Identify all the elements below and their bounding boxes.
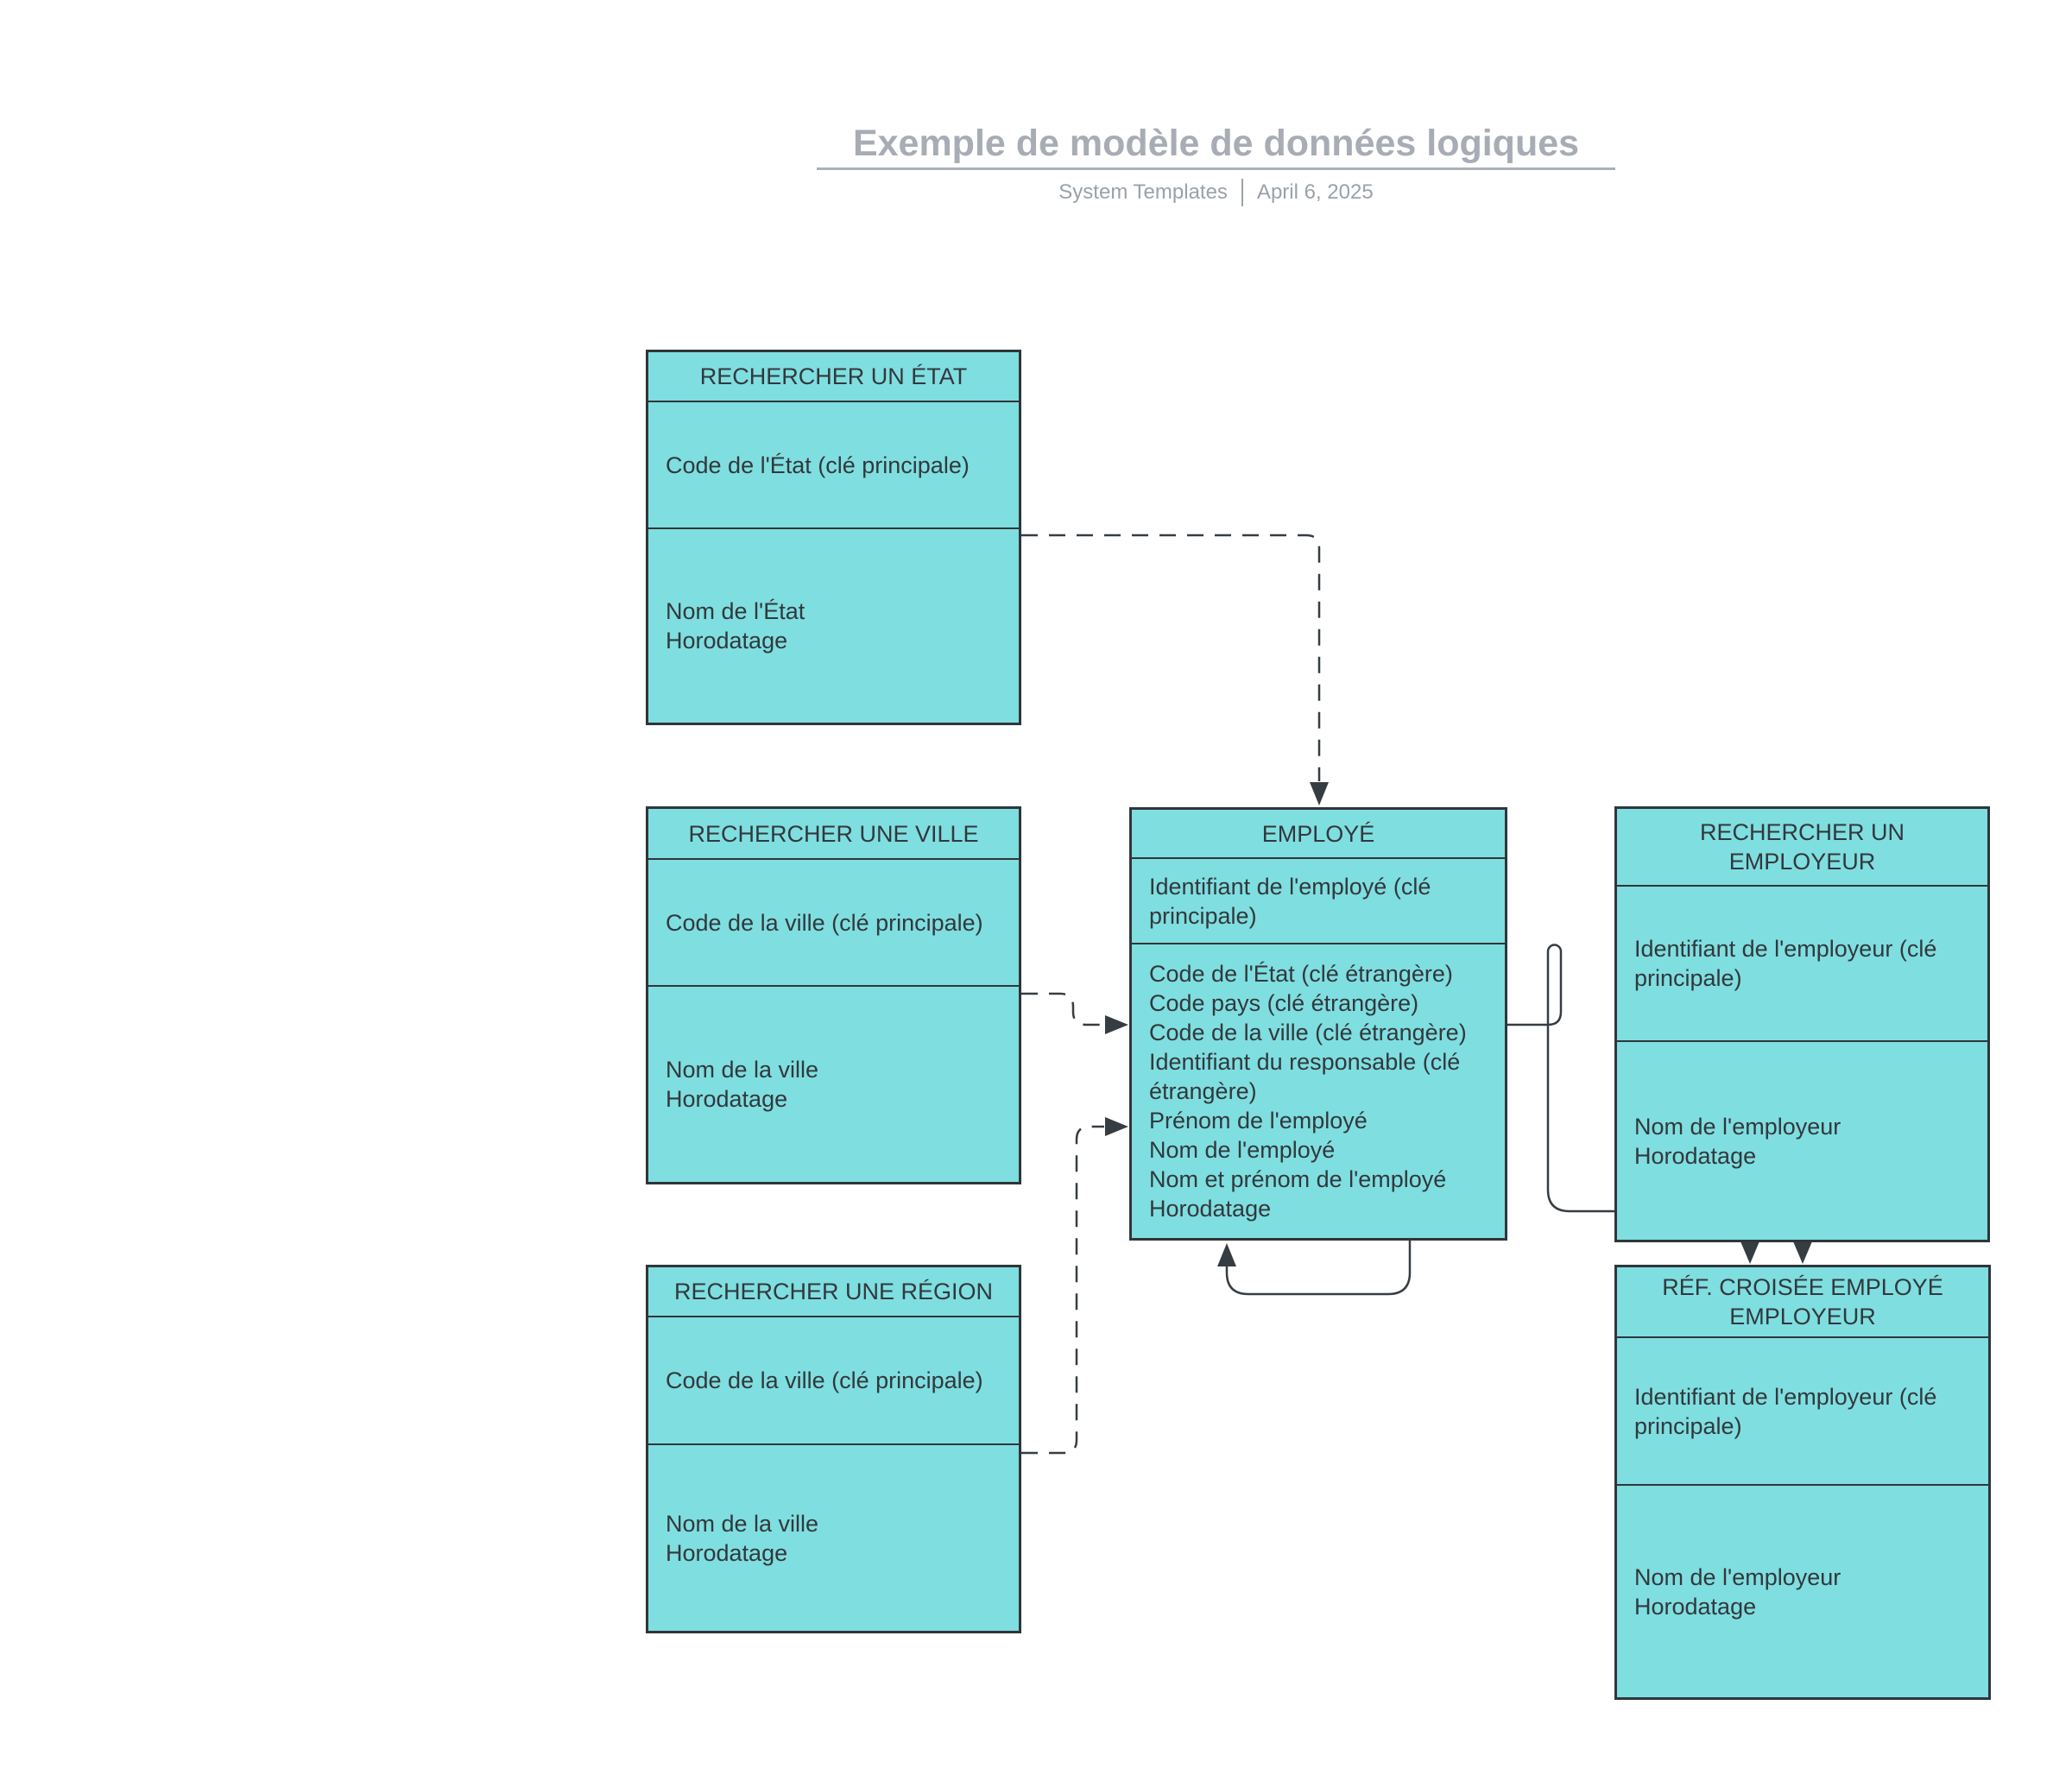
connector-ville-employe-line[interactable] — [1021, 992, 1104, 1026]
entity-key-field: Code de l'État (clé principale) — [648, 402, 1019, 529]
subtitle-source: System Templates — [1058, 180, 1228, 204]
entity-header: RÉF. CROISÉE EMPLOYÉ EMPLOYEUR — [1617, 1267, 1988, 1338]
page-title: Exemple de modèle de données logiques — [852, 123, 1580, 164]
connector-employe-self-loop[interactable] — [1217, 1241, 1412, 1296]
entity-fields: Nom de la ville Horodatage — [666, 1510, 819, 1566]
entity-header: RECHERCHER UN ÉTAT — [648, 352, 1019, 402]
entity-rechercher-un-etat[interactable]: RECHERCHER UN ÉTAT Code de l'État (clé p… — [646, 350, 1021, 725]
subtitle-date: April 6, 2025 — [1256, 180, 1374, 204]
entity-header: EMPLOYÉ — [1132, 810, 1505, 859]
entity-fields: Nom de l'employeur Horodatage — [1634, 1113, 1841, 1169]
connector-etat-employe[interactable] — [1021, 534, 1329, 805]
entity-ref-croisee-employe-employeur[interactable]: RÉF. CROISÉE EMPLOYÉ EMPLOYEUR Identifia… — [1614, 1265, 1991, 1700]
arrowhead-into-refcroisee-left — [1740, 1241, 1759, 1264]
entity-fields: Nom de la ville Horodatage — [666, 1057, 819, 1112]
connector-employe-self-loop-line[interactable] — [1225, 1241, 1412, 1296]
arrowhead-into-employe-top — [1310, 782, 1329, 805]
entity-employe[interactable]: EMPLOYÉ Identifiant de l'employé (clé pr… — [1129, 807, 1507, 1241]
entity-header: RECHERCHER UN EMPLOYEUR — [1617, 809, 1987, 887]
entity-rechercher-une-region[interactable]: RECHERCHER UNE RÉGION Code de la ville (… — [646, 1265, 1021, 1633]
entity-fields: Nom de l'État Horodatage — [666, 598, 805, 654]
arrowhead-into-refcroisee-right — [1793, 1241, 1812, 1264]
entity-rechercher-un-employeur[interactable]: RECHERCHER UN EMPLOYEUR Identifiant de l… — [1614, 806, 1990, 1242]
entity-key-field: Code de la ville (clé principale) — [648, 860, 1019, 987]
connector-region-employe[interactable] — [1021, 1117, 1128, 1455]
entity-fields: Nom de l'employeur Horodatage — [1634, 1563, 1841, 1620]
arrowhead-into-employe-bottom — [1217, 1243, 1236, 1266]
entity-header: RECHERCHER UNE RÉGION — [648, 1267, 1019, 1317]
entity-key-field: Identifiant de l'employé (clé principale… — [1132, 859, 1505, 944]
subtitle: System Templates April 6, 2025 — [817, 179, 1615, 206]
title-underline — [817, 167, 1615, 170]
connector-ville-employe[interactable] — [1021, 992, 1128, 1034]
arrowhead-into-employe-left-upper — [1105, 1015, 1128, 1034]
connector-employeur-refcroisee[interactable] — [1793, 1241, 1812, 1264]
arrowhead-into-employe-left-lower — [1105, 1117, 1128, 1136]
connector-etat-employe-line[interactable] — [1021, 534, 1321, 781]
entity-rechercher-une-ville[interactable]: RECHERCHER UNE VILLE Code de la ville (c… — [646, 806, 1021, 1184]
entity-header: RECHERCHER UNE VILLE — [648, 809, 1019, 860]
subtitle-separator — [1241, 179, 1243, 206]
connector-region-employe-line[interactable] — [1021, 1125, 1104, 1455]
entity-fields: Code de l'État (clé étrangère) Code pays… — [1149, 961, 1467, 1222]
entity-key-field: Identifiant de l'employeur (clé principa… — [1617, 887, 1987, 1042]
entity-key-field: Code de la ville (clé principale) — [648, 1317, 1019, 1445]
entity-key-field: Identifiant de l'employeur (clé principa… — [1617, 1338, 1988, 1486]
